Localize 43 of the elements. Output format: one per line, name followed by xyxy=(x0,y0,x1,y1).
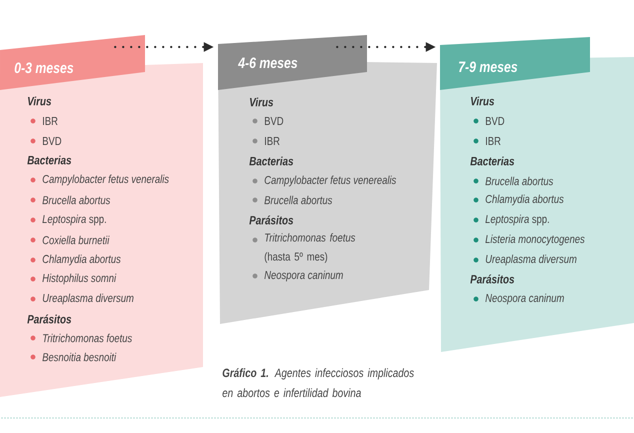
category-heading: Virus xyxy=(28,96,52,106)
category-heading: Virus xyxy=(250,98,274,106)
category-heading: Parásitos xyxy=(470,274,514,284)
list-item: Campylobacter fetus veneralis xyxy=(30,174,169,186)
list-item: Ureaplasma diversum xyxy=(474,254,576,266)
list-item: BVD xyxy=(30,137,62,145)
list-item: Chlamydia abortus xyxy=(474,194,564,206)
category-heading: Virus xyxy=(471,96,494,106)
panel-title: 4-6 meses xyxy=(238,58,298,68)
list-item: Leptospira spp. xyxy=(474,214,549,226)
list-item: Chlamydia abortus xyxy=(30,254,121,266)
header-tab xyxy=(218,35,367,90)
list-item: Tritrichomonas foetus (hasta 5º mes) xyxy=(252,233,356,263)
category-heading: Bacterias xyxy=(27,156,72,164)
list-item: Brucella abortus xyxy=(30,196,110,204)
list-item: Brucella abortus xyxy=(252,196,332,204)
category-heading: Bacterias xyxy=(470,156,514,166)
list-item: Neospora caninum xyxy=(252,270,343,282)
list-item: IBR xyxy=(30,117,58,125)
list-item: Leptospira spp. xyxy=(30,214,106,226)
list-item: IBR xyxy=(252,137,280,145)
header-tab xyxy=(0,35,145,90)
list-item: Neospora caninum xyxy=(474,294,564,304)
list-item: BVD xyxy=(474,117,504,125)
header-tab xyxy=(440,37,590,90)
panel xyxy=(440,57,634,352)
list-item: Tritrichomonas foetus xyxy=(30,334,132,342)
list-item: Besnoitia besnoiti xyxy=(30,352,116,362)
category-heading: Parásitos xyxy=(27,314,72,324)
category-heading: Bacterias xyxy=(249,156,294,166)
list-item: Coxiella burnetii xyxy=(30,236,110,244)
list-item: BVD xyxy=(252,117,284,125)
panel xyxy=(0,63,203,397)
list-item: Campylobacter fetus venerealis xyxy=(252,176,396,186)
panel-title: 0-3 meses xyxy=(14,62,74,74)
list-item: IBR xyxy=(474,137,500,145)
list-item: Brucella abortus xyxy=(474,176,554,186)
list-item: Ureaplasma diversum xyxy=(30,294,134,304)
panel-title: 7-9 meses xyxy=(459,62,518,72)
caption: Gráfico 1. Agentes infecciosos implicados en abortos e infertilidad bovina xyxy=(222,368,414,398)
category-heading: Parásitos xyxy=(249,216,294,224)
list-item: Listeria monocytogenes xyxy=(474,234,585,246)
list-item: Histophilus somni xyxy=(30,274,116,284)
